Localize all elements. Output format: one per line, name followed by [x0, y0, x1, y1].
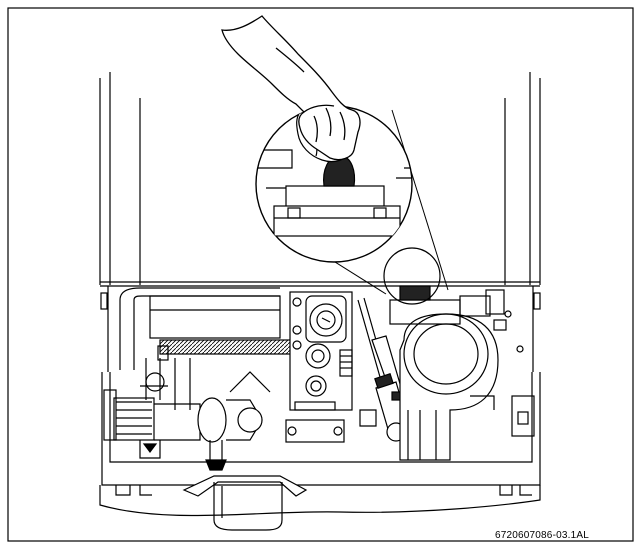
heat-exchanger	[119, 287, 303, 410]
burner-fan	[389, 285, 524, 461]
gas-valve	[289, 291, 353, 411]
figure-caption: 6720607086-03.1AL	[494, 530, 589, 541]
hand	[221, 15, 361, 161]
pipe-connections	[103, 371, 535, 471]
boiler-casing	[99, 72, 541, 531]
